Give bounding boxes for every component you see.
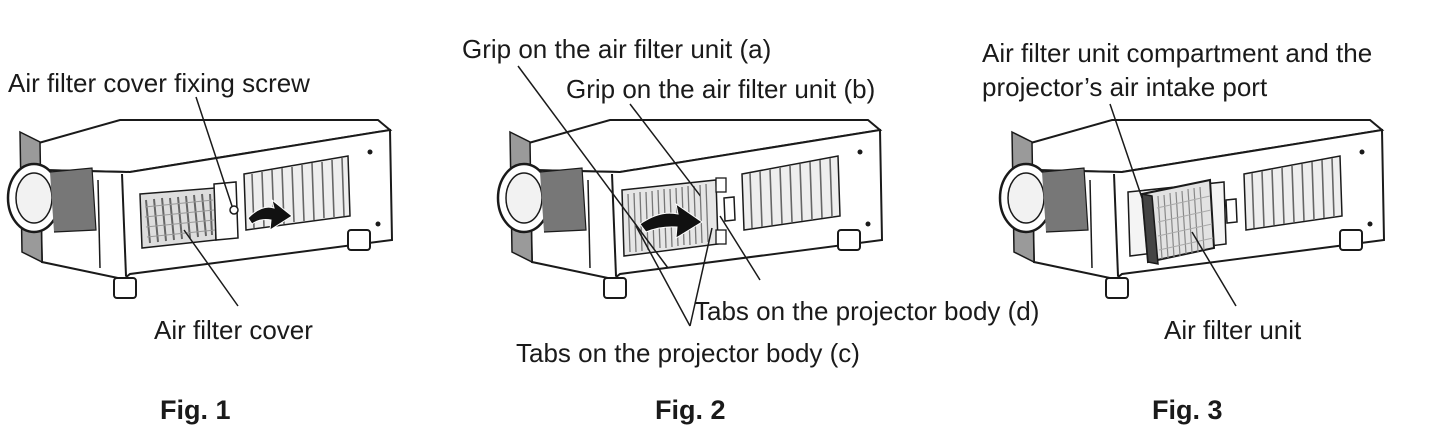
front-foot <box>1105 277 1129 299</box>
fig2-tabs-c-label: Tabs on the projector body (c) <box>516 338 860 368</box>
fig3-compartment-label-line1: Air filter unit compartment and the <box>982 38 1373 68</box>
fig2-leaders <box>517 65 700 327</box>
fig2-caption: Fig. 2 <box>655 395 726 425</box>
fixing-screw <box>229 205 239 215</box>
fig3-leaders <box>1109 103 1237 307</box>
slide-arrow-icon <box>247 198 293 231</box>
fig3-illustration <box>998 119 1386 299</box>
fig2-grip-a-label: Grip on the air filter unit (a) <box>462 34 772 64</box>
front-foot <box>113 277 137 299</box>
fig1-leaders <box>183 96 239 307</box>
fig3-compartment-label-line2: projector’s air intake port <box>982 72 1268 102</box>
tab-bracket <box>1225 198 1238 224</box>
fig2-leaders-right <box>689 215 761 327</box>
fig2-grip-b-label: Grip on the air filter unit (b) <box>566 74 876 104</box>
fig2-tabs-d-label: Tabs on the projector body (d) <box>694 296 1040 326</box>
rear-foot <box>347 229 371 251</box>
fig1-caption: Fig. 1 <box>160 395 231 425</box>
fig1-illustration <box>6 119 394 299</box>
fig1-cover-label: Air filter cover <box>154 315 313 345</box>
rear-foot <box>1339 229 1363 251</box>
removed-air-filter-unit <box>1140 178 1216 265</box>
cover-handle-plate <box>213 181 239 241</box>
fig3-unit-label: Air filter unit <box>1164 315 1302 345</box>
fig2-illustration <box>496 119 884 299</box>
fig3-caption: Fig. 3 <box>1152 395 1223 425</box>
fig1-screw-label: Air filter cover fixing screw <box>8 68 310 98</box>
front-foot <box>603 277 627 299</box>
rear-foot <box>837 229 861 251</box>
tab-bracket <box>723 196 736 222</box>
exhaust-grille <box>1243 155 1343 231</box>
slide-arrow-icon <box>639 202 703 239</box>
exhaust-grille <box>741 155 841 231</box>
